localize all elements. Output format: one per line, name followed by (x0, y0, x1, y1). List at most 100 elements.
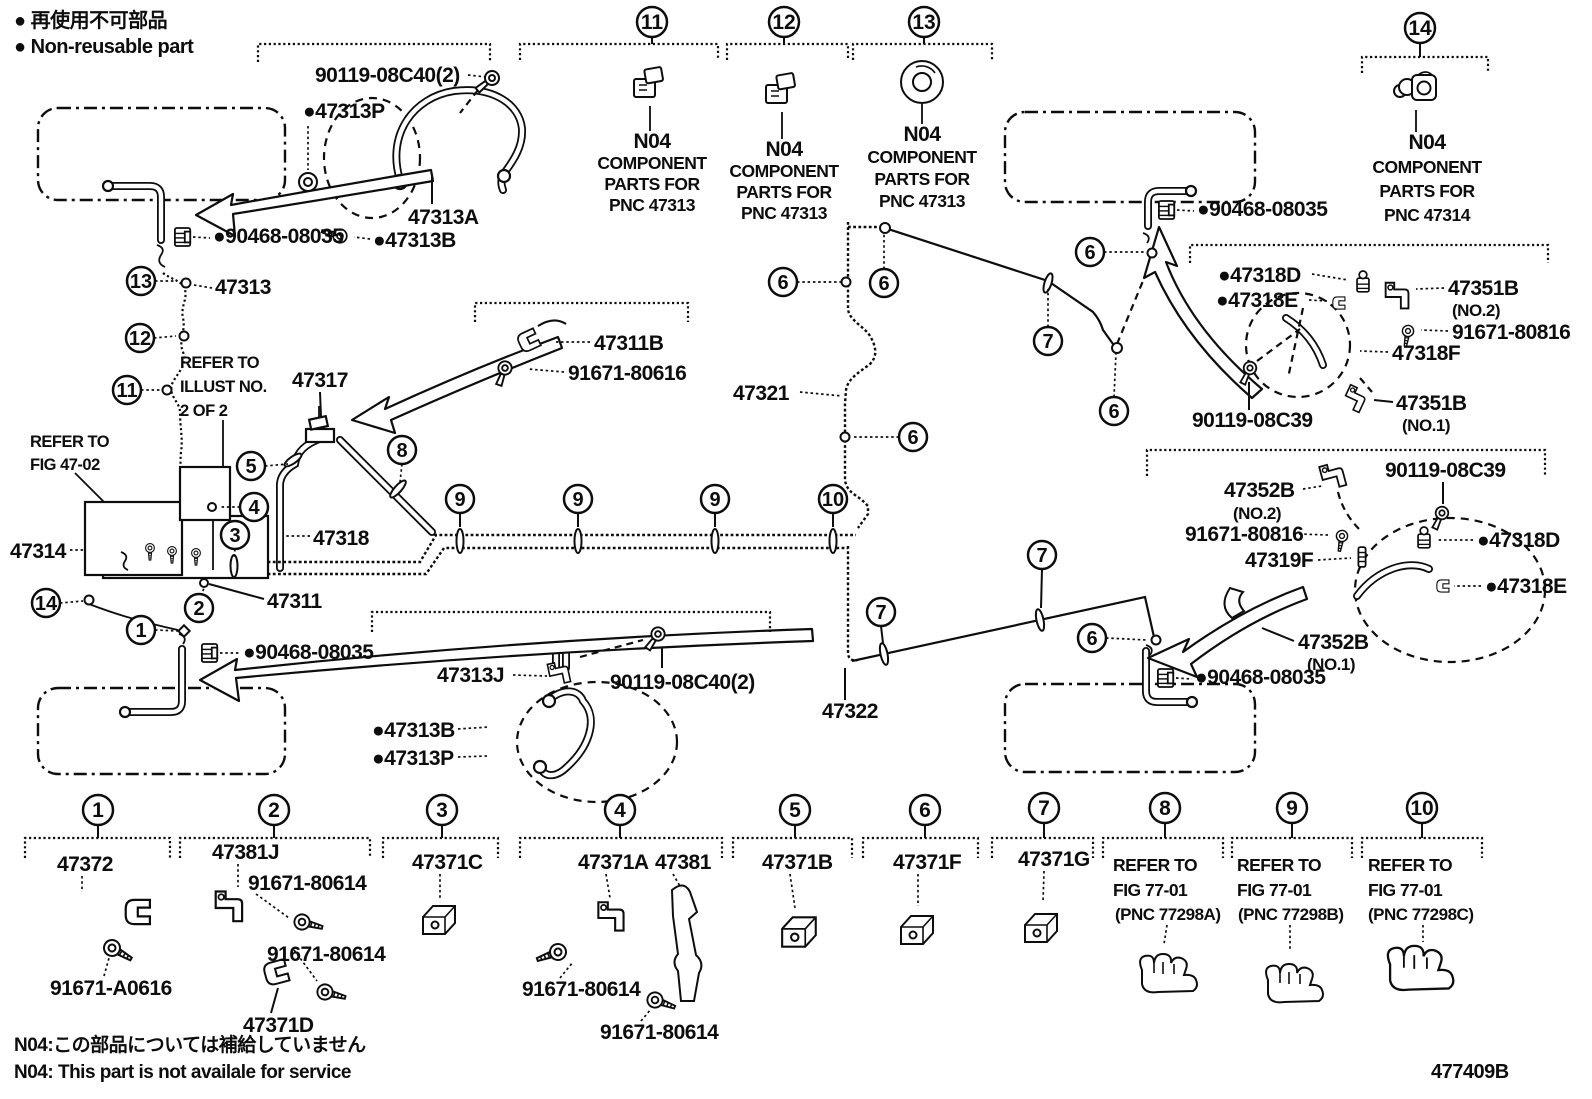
callout-5-3[interactable]: 5 (235, 450, 267, 482)
callout-6-26[interactable]: 6 (1076, 622, 1108, 654)
callout-10-23[interactable]: 10 (817, 483, 849, 515)
callout-6-16[interactable]: 6 (1074, 236, 1106, 268)
callout-13-0[interactable]: 13 (125, 265, 157, 297)
callout-9-20[interactable]: 9 (444, 483, 476, 515)
junction-47317 (304, 406, 336, 444)
pn-47313[interactable]: 47313 (215, 276, 271, 299)
pn-47313P-bot[interactable]: ●47313P (372, 747, 455, 770)
callout-13-11[interactable]: 13 (907, 5, 941, 39)
pn-47319F[interactable]: 47319F (1245, 549, 1314, 572)
pn-47314[interactable]: 47314 (10, 540, 67, 563)
callout-14-6[interactable]: 14 (30, 587, 62, 619)
pn-47381[interactable]: 47381 (655, 851, 712, 874)
callout-6-13[interactable]: 6 (767, 266, 799, 298)
callout-6-32[interactable]: 6 (908, 793, 942, 827)
callout-7-24[interactable]: 7 (1026, 539, 1058, 571)
callout-2-28[interactable]: 2 (257, 793, 291, 827)
pn-90468-08035-botleft[interactable]: ●90468-08035 (243, 641, 375, 664)
pn-91671-80816-low[interactable]: 91671-80816 (1185, 523, 1304, 546)
callout-14-12[interactable]: 14 (1403, 11, 1437, 45)
callout-3-5[interactable]: 3 (219, 519, 251, 551)
pn-47351B-no2[interactable]: 47351B (1448, 277, 1519, 300)
callout-5-31[interactable]: 5 (778, 793, 812, 827)
note11-4[interactable]: PNC 47313 (609, 195, 696, 215)
callout-2-7[interactable]: 2 (183, 592, 215, 624)
callout-6-18[interactable]: 6 (897, 421, 929, 453)
callout-7-15[interactable]: 7 (1032, 325, 1064, 357)
legend-jp: ● 再使用不可部品 (14, 8, 167, 32)
note14-4[interactable]: PNC 47314 (1384, 205, 1471, 225)
callout-6-17[interactable]: 6 (1098, 395, 1130, 427)
callout-11-2[interactable]: 11 (111, 374, 143, 406)
callout-12-10[interactable]: 12 (767, 5, 801, 39)
pn-47313J[interactable]: 47313J (437, 664, 505, 687)
note12-4[interactable]: PNC 47313 (741, 203, 828, 223)
pn-47371G[interactable]: 47371G (1018, 848, 1090, 871)
pn-47313A[interactable]: 47313A (408, 206, 479, 229)
pointer-arrows (194, 168, 1309, 703)
pn-47371B[interactable]: 47371B (762, 851, 833, 874)
pn-47321[interactable]: 47321 (733, 382, 790, 405)
pn-47352B-no2[interactable]: 47352B (1224, 479, 1295, 502)
pn-91671-80614-a[interactable]: 91671-80614 (248, 872, 368, 895)
callout-9-22[interactable]: 9 (699, 483, 731, 515)
callout-6-14[interactable]: 6 (868, 267, 900, 299)
ref10-3[interactable]: (PNC 77298C) (1368, 905, 1474, 924)
callout-11-9[interactable]: 11 (635, 5, 669, 39)
group-brackets (23, 42, 1550, 858)
pn-47322[interactable]: 47322 (822, 700, 878, 723)
svg-text:10: 10 (822, 489, 844, 511)
pn-47318[interactable]: 47318 (313, 527, 370, 550)
pn-47318E-up[interactable]: ●47318E (1216, 289, 1299, 312)
callout-1-8[interactable]: 1 (125, 614, 157, 646)
pn-90468-08035-botright[interactable]: ●90468-08035 (1195, 666, 1327, 689)
pn-47318F[interactable]: 47318F (1392, 342, 1461, 365)
pn-47311[interactable]: 47311 (267, 590, 323, 613)
callout-3-29[interactable]: 3 (425, 793, 459, 827)
pn-91671-80816-up[interactable]: 91671-80816 (1452, 321, 1571, 344)
pn-47313B-top[interactable]: ●47313B (373, 229, 457, 252)
pn-47318D-low[interactable]: ●47318D (1477, 529, 1561, 552)
pn-90119-08C39-up[interactable]: 90119-08C39 (1192, 409, 1313, 432)
pn-91671-80614-d[interactable]: 91671-80614 (600, 1021, 720, 1044)
pn-47371D[interactable]: 47371D (243, 1014, 314, 1037)
callout-8-34[interactable]: 8 (1148, 791, 1182, 825)
pn-47352B-no1[interactable]: 47352B (1298, 631, 1369, 654)
pn-47372[interactable]: 47372 (57, 853, 113, 876)
pn-90119-08C39-low[interactable]: 90119-08C39 (1385, 459, 1506, 482)
pn-91671-80614-c[interactable]: 91671-80614 (522, 978, 642, 1001)
pn-90119-08C40-bot[interactable]: 90119-08C40(2) (610, 671, 755, 694)
pn-47313B-bot[interactable]: ●47313B (372, 719, 456, 742)
pn-47351B-no1[interactable]: 47351B (1396, 392, 1467, 415)
pn-90468-08035-topleft[interactable]: ●90468-08035 (213, 225, 345, 248)
tube-clamp-icon (1158, 200, 1176, 220)
note13-4[interactable]: PNC 47313 (879, 191, 966, 211)
ref8-3[interactable]: (PNC 77298A) (1115, 905, 1221, 924)
bracket-icon (1340, 383, 1369, 414)
pn-91671-A0616[interactable]: 91671-A0616 (50, 977, 172, 1000)
callout-9-21[interactable]: 9 (562, 483, 594, 515)
ref9-3[interactable]: (PNC 77298B) (1238, 905, 1344, 924)
pn-47317[interactable]: 47317 (292, 369, 348, 392)
pn-90468-08035-topright[interactable]: ●90468-08035 (1197, 198, 1329, 221)
callout-9-35[interactable]: 9 (1275, 791, 1309, 825)
pn-90119-08C40-top[interactable]: 90119-08C40(2) (315, 64, 460, 87)
callout-1-27[interactable]: 1 (81, 793, 115, 827)
pn-47371C[interactable]: 47371C (412, 851, 483, 874)
pn-47371F[interactable]: 47371F (893, 851, 962, 874)
pn-47311B[interactable]: 47311B (594, 332, 664, 355)
pn-47313P-top[interactable]: ●47313P (303, 100, 386, 123)
callout-10-36[interactable]: 10 (1405, 791, 1439, 825)
callout-8-19[interactable]: 8 (386, 434, 418, 466)
callout-4-4[interactable]: 4 (238, 491, 270, 523)
pn-47371A[interactable]: 47371A (578, 851, 649, 874)
pn-47318E-low[interactable]: ●47318E (1485, 575, 1568, 598)
callout-12-1[interactable]: 12 (124, 322, 156, 354)
pn-91671-80614-b[interactable]: 91671-80614 (267, 943, 387, 966)
pn-47381J[interactable]: 47381J (212, 841, 280, 864)
callout-4-30[interactable]: 4 (603, 793, 637, 827)
callout-7-33[interactable]: 7 (1027, 791, 1061, 825)
pn-47318D-up[interactable]: ●47318D (1218, 264, 1302, 287)
pn-91671-80616[interactable]: 91671-80616 (568, 362, 687, 385)
callout-7-25[interactable]: 7 (865, 596, 897, 628)
